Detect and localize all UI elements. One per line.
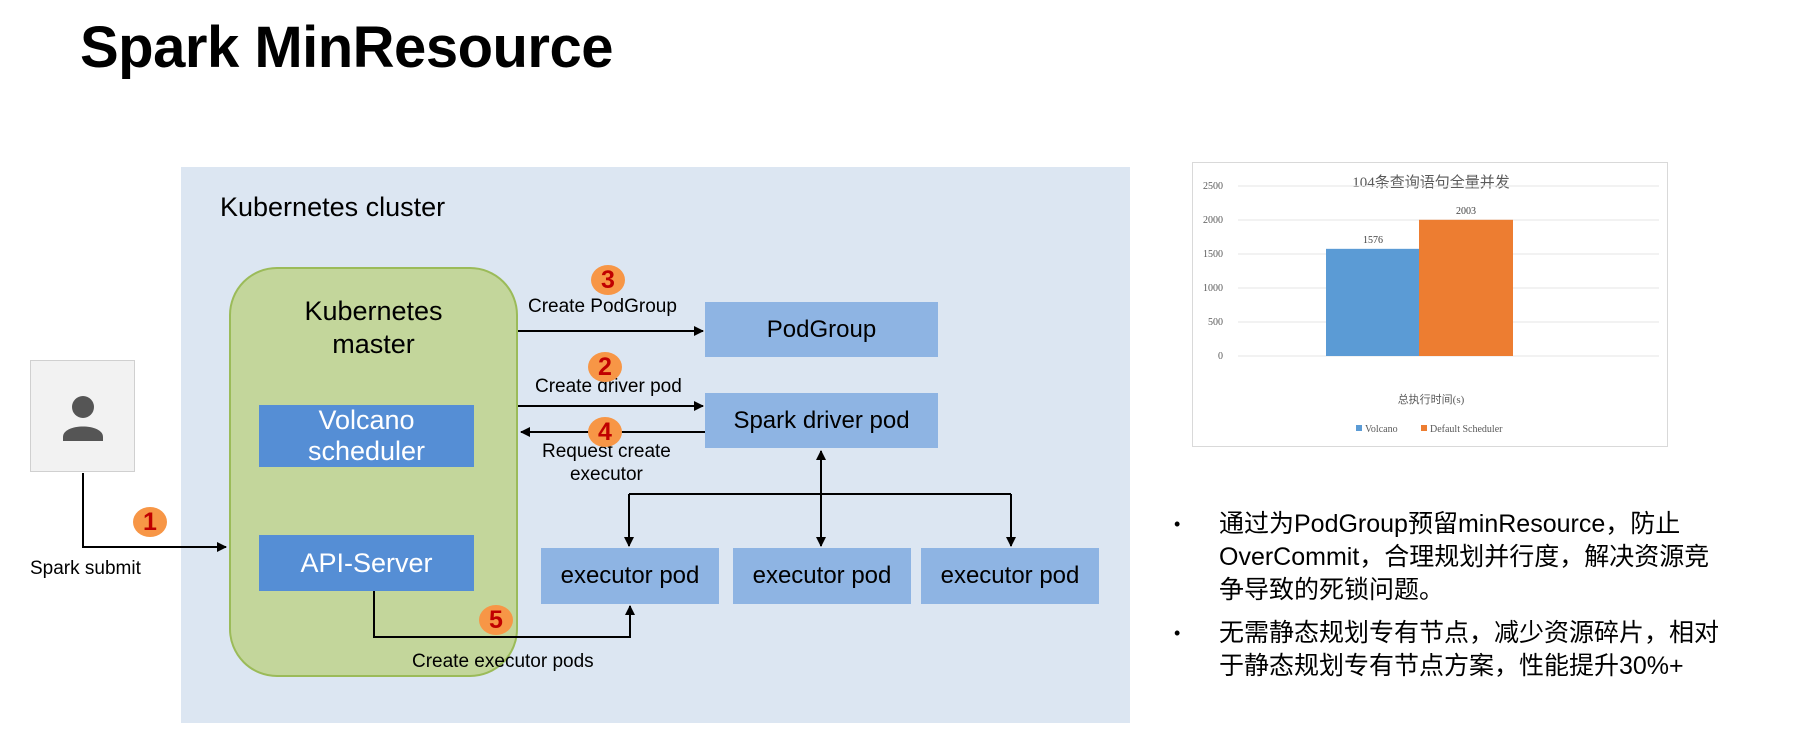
- y-tick-label: 500: [1208, 317, 1223, 328]
- y-tick-label: 2500: [1203, 181, 1223, 192]
- bullet-list: • 通过为PodGroup预留minResource，防止OverCommit，…: [1170, 508, 1730, 693]
- cluster-label: Kubernetes cluster: [220, 192, 446, 222]
- executor-pod-box: executor pod: [733, 548, 911, 604]
- podgroup-box: PodGroup: [705, 302, 938, 357]
- request-create-executor-label: Request create executor: [542, 441, 671, 485]
- y-tick-label: 2000: [1203, 215, 1223, 226]
- bullet-item: • 无需静态规划专有节点，减少资源碎片，相对于静态规划专有节点方案，性能提升30…: [1170, 617, 1730, 683]
- data-label: 2003: [1456, 206, 1476, 217]
- bullet-text: 无需静态规划专有节点，减少资源碎片，相对于静态规划专有节点方案，性能提升30%+: [1219, 619, 1720, 680]
- bullet-dot: •: [1174, 623, 1181, 643]
- bar-chart-card: 104条查询语句全量并发 0 500 1000 1500 2000 2500 1576 2003…: [1192, 162, 1668, 447]
- user-card: [30, 360, 135, 472]
- x-axis-label: 总执行时间(s): [1398, 392, 1465, 406]
- bullet-text: 通过为PodGroup预留minResource，防止OverCommit，合理…: [1219, 510, 1710, 604]
- step-badge-5: 5: [479, 605, 513, 635]
- create-executor-pods-label: Create executor pods: [412, 651, 594, 672]
- arrow-spark-submit: [82, 473, 227, 552]
- chart-title: 104条查询语句全量并发: [1352, 173, 1510, 191]
- step-badge-1: 1: [133, 507, 167, 537]
- executor-pod-box: executor pod: [921, 548, 1099, 604]
- spark-driver-pod-box: Spark driver pod: [705, 393, 938, 448]
- bar-chart: 104条查询语句全量并发 0 500 1000 1500 2000 2500 1576 2003…: [1203, 173, 1659, 435]
- step-badge-4: 4: [588, 417, 622, 447]
- create-podgroup-label: Create PodGroup: [528, 296, 677, 317]
- y-tick-label: 1000: [1203, 283, 1223, 294]
- executor-pod-box: executor pod: [541, 548, 719, 604]
- legend-label-1: Default Scheduler: [1430, 424, 1503, 435]
- volcano-scheduler-box: Volcano scheduler: [259, 405, 474, 467]
- y-tick-label: 0: [1218, 351, 1223, 362]
- legend-swatch-1: [1421, 425, 1427, 431]
- arrow-create-executor-pods: [373, 591, 635, 638]
- bar-1: [1419, 219, 1513, 356]
- step-badge-2: 2: [588, 352, 622, 382]
- legend-label-0: Volcano: [1365, 424, 1398, 435]
- step-badge-3: 3: [591, 265, 625, 295]
- spark-submit-label: Spark submit: [30, 558, 141, 579]
- y-tick-label: 1500: [1203, 249, 1223, 260]
- user-avatar-icon: [63, 396, 103, 441]
- master-label: Kubernetes master: [304, 296, 443, 359]
- legend-swatch-0: [1356, 425, 1362, 431]
- bar-0: [1326, 248, 1420, 356]
- page-title: Spark MinResource: [80, 15, 614, 80]
- bullet-dot: •: [1174, 514, 1181, 534]
- data-label: 1576: [1363, 235, 1383, 246]
- bullet-item: • 通过为PodGroup预留minResource，防止OverCommit，…: [1170, 508, 1730, 607]
- api-server-box: API-Server: [259, 535, 474, 591]
